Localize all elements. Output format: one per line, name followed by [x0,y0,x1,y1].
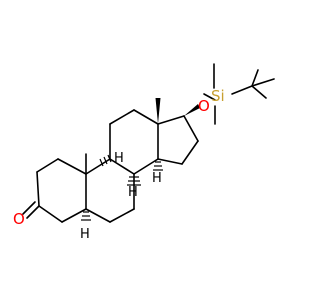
bond-c13-c17 [157,115,185,125]
bond-c5-c6 [85,208,111,223]
silicon-label: Si [211,87,225,105]
hash-c8-h [127,176,141,186]
bond-c6-c7 [109,208,135,223]
hydrogen-c8-label: H [128,185,138,200]
bond-c3-c4 [38,205,63,223]
bond-o-si [203,93,216,101]
bond-c17-c16 [183,115,199,142]
oxygen-ether-label: O [198,97,210,115]
steroid-structure-diagram: O O Si H H H H [13,63,275,242]
bond-c8-c9 [109,158,135,175]
oxygen-ketone-label: O [13,210,25,228]
bond-si-cq [231,85,253,95]
bond-cq-me2 [251,78,275,87]
bond-c16-c15 [181,140,199,165]
bond-c15-c14 [157,158,183,165]
bond-cq-me3 [251,85,267,99]
hydrogen-c14-label: H [152,171,162,186]
bond-c11-c12 [109,109,135,125]
hash-c5-h [81,211,91,221]
bond-c3-o-double [22,201,36,215]
hydrogen-c9-label: H [114,151,124,166]
bond-c3-o-single [26,205,40,219]
hash-c9-h [99,154,112,167]
wedge-c17-o [184,104,200,116]
structure-canvas: O O Si H H H H [13,63,275,242]
bond-c12-c13 [133,109,159,125]
wedge-c13-methyl [155,98,161,124]
bond-c1-c2 [36,158,59,173]
bond-c4-c5 [61,208,87,223]
hash-c14-h [153,161,163,171]
bond-c14-c8 [133,158,159,175]
bond-c2-c3 [36,171,40,207]
bond-c10-c1 [57,158,87,175]
hydrogen-c5-label: H [80,227,90,242]
bond-cq-me1 [251,69,259,87]
